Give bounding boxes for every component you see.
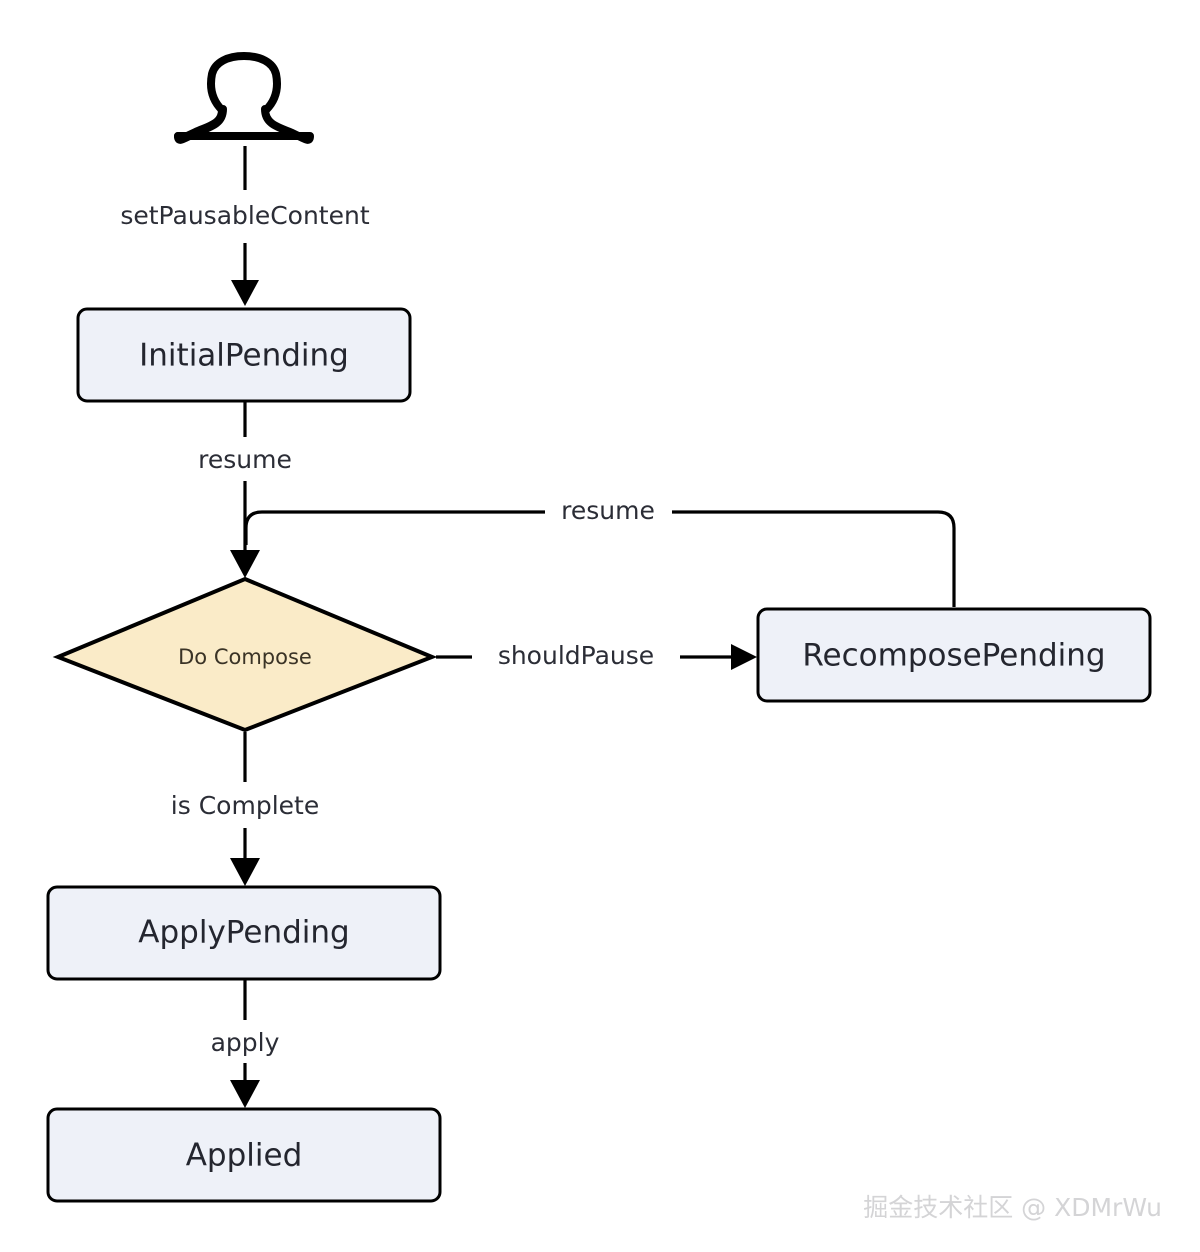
node-recompose-pending[interactable]: RecomposePending <box>756 607 1152 703</box>
node-apply-pending[interactable]: ApplyPending <box>46 885 442 981</box>
node-do-compose-shape[interactable] <box>52 576 438 733</box>
arrowhead-icon <box>230 858 260 886</box>
edge-set-pausable-content: setPausableContent <box>120 146 370 306</box>
edge-label-apply: apply <box>211 1028 280 1057</box>
node-do-compose-label: Do Compose <box>178 645 312 669</box>
arrowhead-icon <box>231 280 259 306</box>
edge-resume-initial: resume <box>198 401 292 578</box>
node-applied[interactable]: Applied <box>46 1107 442 1203</box>
arrowhead-icon <box>230 1080 260 1108</box>
edge-label-set-pausable-content: setPausableContent <box>120 201 369 230</box>
arrowhead-icon <box>230 550 260 578</box>
edge-line-segment <box>672 510 956 607</box>
edge-should-pause: shouldPause <box>436 641 757 670</box>
node-initial-pending-label: InitialPending <box>139 338 349 374</box>
edge-resume-recompose: resume <box>244 496 956 607</box>
watermark-label: 掘金技术社区 @ XDMrWu <box>863 1193 1162 1222</box>
edge-line-segment <box>244 510 545 545</box>
node-applied-shape[interactable] <box>46 1107 442 1203</box>
edge-label-resume-initial: resume <box>198 445 292 474</box>
node-apply-pending-label: ApplyPending <box>138 915 349 951</box>
node-recompose-pending-shape[interactable] <box>756 607 1152 703</box>
node-do-compose[interactable]: Do Compose <box>52 576 438 733</box>
edge-apply: apply <box>211 979 280 1108</box>
edge-label-resume-recompose: resume <box>561 496 655 525</box>
edge-label-should-pause: shouldPause <box>498 641 654 670</box>
node-applied-label: Applied <box>186 1138 303 1174</box>
edge-is-complete: is Complete <box>171 732 319 886</box>
edge-label-is-complete: is Complete <box>171 791 319 820</box>
arrowhead-icon <box>731 644 757 670</box>
node-initial-pending[interactable]: InitialPending <box>76 307 412 403</box>
person-icon <box>174 52 314 144</box>
node-recompose-pending-label: RecomposePending <box>802 638 1105 674</box>
